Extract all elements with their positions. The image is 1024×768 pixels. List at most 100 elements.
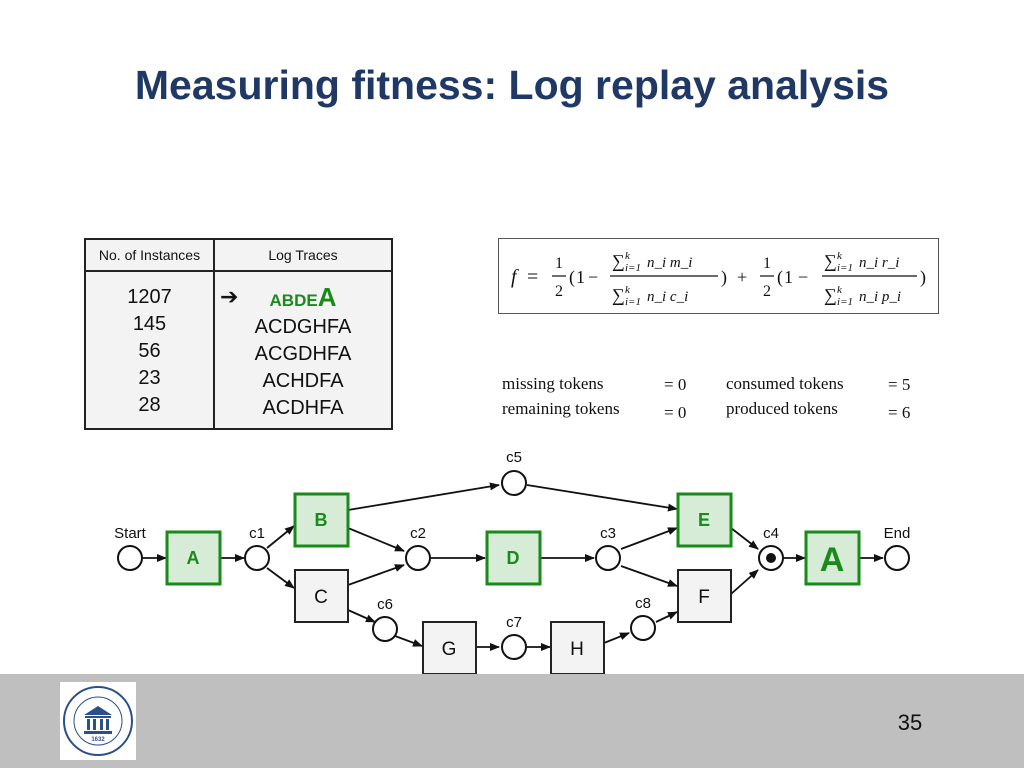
svg-text:∑: ∑ — [612, 285, 625, 305]
place-label: c6 — [377, 596, 393, 613]
right-arrow-icon: ➔ — [220, 284, 239, 309]
transition-label: C — [314, 587, 328, 608]
transition-label: B — [315, 510, 328, 530]
fitness-formula: f = 1 2 ( 1 − ∑ k i=1 n_i m_i ∑ k i=1 n_… — [498, 238, 939, 314]
place-c8 — [630, 615, 656, 641]
place-c2 — [405, 545, 431, 571]
svg-text:∑: ∑ — [824, 251, 837, 271]
svg-text:−: − — [798, 267, 808, 287]
instance-count: 145 — [132, 313, 167, 335]
transition-c — [294, 569, 349, 623]
place-c6 — [372, 616, 398, 642]
transition-label: G — [442, 639, 457, 660]
transition-label: D — [507, 548, 520, 568]
place-c1 — [244, 545, 270, 571]
svg-text:): ) — [920, 267, 926, 288]
svg-text:+: + — [737, 267, 747, 287]
svg-text:2: 2 — [555, 283, 563, 300]
arc — [347, 609, 376, 623]
svg-text:i=1: i=1 — [837, 262, 853, 274]
svg-text:1: 1 — [555, 255, 563, 272]
place-start — [117, 545, 143, 571]
university-logo: 1632 — [60, 682, 136, 760]
transition-a-final — [804, 530, 861, 586]
arc — [266, 525, 295, 549]
svg-text:1: 1 — [576, 267, 585, 287]
transition-label: F — [698, 587, 710, 608]
produced-tokens-value: = 6 — [888, 403, 911, 422]
svg-text:∑: ∑ — [824, 285, 837, 305]
svg-text:1: 1 — [784, 267, 793, 287]
token — [766, 553, 776, 563]
instance-count: 23 — [138, 367, 161, 389]
petri-net: Start c1 c2 c3 c4 c5 c6 c7 c8 End A B D … — [114, 449, 911, 674]
arc — [730, 569, 759, 595]
place-c7 — [501, 634, 527, 660]
missing-tokens-value: = 0 — [664, 375, 687, 394]
svg-text:n_i c_i: n_i c_i — [647, 289, 688, 305]
header-traces: Log Traces — [215, 240, 391, 270]
transition-label: H — [570, 639, 584, 660]
svg-text:n_i p_i: n_i p_i — [859, 289, 901, 305]
svg-text:(: ( — [777, 267, 783, 288]
place-label: c7 — [506, 614, 522, 631]
svg-text:i=1: i=1 — [837, 296, 853, 308]
arc — [620, 527, 678, 550]
log-trace: ACGDHFA — [254, 343, 352, 365]
place-label: End — [884, 525, 911, 542]
arc — [394, 635, 423, 647]
slide-title: Measuring fitness: Log replay analysis — [134, 62, 890, 108]
arc — [526, 484, 678, 512]
place-label: c4 — [763, 525, 779, 542]
current-trace: ABDEA — [269, 282, 337, 312]
transition-b — [293, 492, 350, 548]
table-divider — [86, 270, 391, 272]
svg-text:2: 2 — [763, 283, 771, 300]
svg-text:n_i r_i: n_i r_i — [859, 255, 899, 271]
transition-g — [422, 621, 477, 674]
transition-label: A — [820, 541, 845, 579]
instance-count: 56 — [138, 340, 161, 362]
svg-text:k: k — [837, 250, 843, 262]
instance-count: 1207 — [127, 286, 172, 308]
missing-tokens-label: missing tokens — [502, 374, 604, 393]
consumed-tokens-label: consumed tokens — [726, 374, 844, 393]
place-label: c3 — [600, 525, 616, 542]
arc — [347, 482, 500, 511]
column-divider — [213, 240, 215, 428]
instances-column: 1207 145 56 23 28 — [86, 284, 213, 419]
transition-label: A — [187, 548, 200, 568]
svg-text:k: k — [625, 284, 631, 296]
consumed-tokens-value: = 5 — [888, 375, 911, 394]
svg-text:(: ( — [569, 267, 575, 288]
page-number: 35 — [897, 710, 923, 735]
log-trace: ACDGHFA — [254, 316, 352, 338]
transition-e — [676, 492, 733, 548]
place-c5 — [501, 470, 527, 496]
arc — [730, 527, 759, 550]
place-label: c5 — [506, 449, 522, 466]
log-trace: ACDHFA — [262, 397, 344, 419]
svg-text:): ) — [721, 267, 727, 288]
remaining-tokens-value: = 0 — [664, 403, 687, 422]
log-table: No. of Instances Log Traces 1207 145 56 … — [84, 238, 393, 430]
instance-count: 28 — [138, 394, 161, 416]
transition-d — [485, 530, 542, 586]
arc — [347, 564, 405, 586]
arc — [620, 565, 678, 587]
svg-text:1632: 1632 — [91, 737, 105, 743]
transition-a — [165, 530, 222, 586]
place-label: Start — [114, 525, 147, 542]
svg-text:=: = — [527, 266, 538, 288]
arc — [347, 527, 405, 552]
transition-label: E — [698, 510, 710, 530]
header-instances: No. of Instances — [86, 240, 213, 270]
produced-tokens-label: produced tokens — [726, 399, 838, 418]
svg-text:−: − — [588, 267, 598, 287]
place-label: c8 — [635, 595, 651, 612]
formula-lhs: f — [511, 266, 519, 288]
place-c3 — [595, 545, 621, 571]
svg-text:∑: ∑ — [612, 251, 625, 271]
footer-bar: 1632 35 — [0, 674, 1024, 768]
svg-text:1: 1 — [763, 255, 771, 272]
